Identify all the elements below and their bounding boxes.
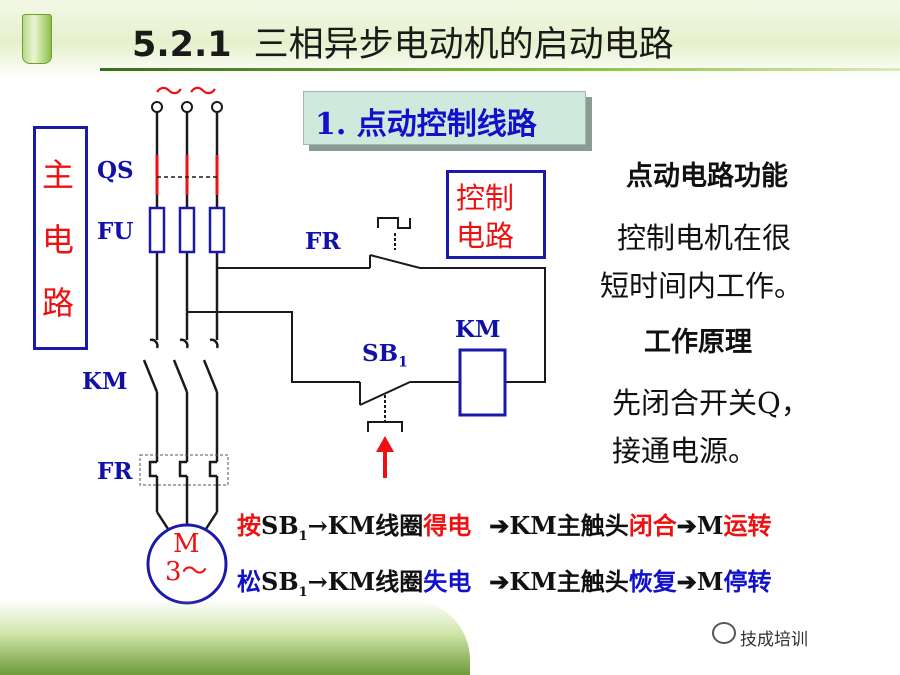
label-fr-control: FR	[305, 228, 341, 255]
header-bar	[0, 0, 900, 78]
motor-phase: 3～	[165, 557, 208, 587]
supply-terminals	[151, 101, 223, 113]
main-circuit-label-1: 主	[42, 156, 75, 194]
motor-m: M	[172, 529, 200, 559]
main-circuit-label-2: 电	[42, 221, 75, 259]
main-circuit-box	[33, 126, 88, 350]
thermal-relay-main	[139, 454, 229, 486]
main-circuit-label-3: 路	[42, 284, 75, 322]
label-qs: QS	[97, 157, 134, 184]
tea-glass-icon	[22, 14, 52, 64]
heading-principle: 工作原理	[644, 327, 752, 358]
press-arrow	[376, 436, 394, 478]
km-main-contacts	[142, 338, 219, 393]
slide-title: 5.2.1 三相异步电动机的启动电路	[132, 16, 674, 67]
qs-switch	[155, 155, 219, 195]
heading-function: 点动电路功能	[626, 161, 788, 192]
label-km-main: KM	[82, 368, 128, 395]
control-circuit-label-2: 电路	[456, 219, 515, 253]
label-fr-main: FR	[97, 458, 133, 485]
function-line-1: 控制电机在很	[617, 221, 792, 255]
title-text: 三相异步电动机的启动电路	[253, 25, 674, 65]
label-sb1: SB1	[362, 340, 408, 371]
section-number: 5.2.1	[132, 25, 232, 65]
fuses	[148, 206, 226, 254]
fr-control-contact	[377, 217, 411, 250]
control-circuit-label-1: 控制	[456, 181, 515, 215]
label-km-coil: KM	[455, 316, 501, 343]
sb1-button	[367, 395, 403, 432]
watermark: 技成培训	[740, 630, 808, 650]
control-circuit-box	[446, 170, 546, 259]
control-wires	[187, 254, 546, 406]
label-fu: FU	[97, 218, 134, 245]
wechat-icon	[712, 622, 736, 644]
principle-line-2: 接通电源。	[612, 434, 758, 468]
grass-decoration	[0, 600, 470, 675]
motor-label: M 3～	[165, 530, 208, 586]
header-underline	[100, 68, 900, 71]
function-line-2: 短时间内工作。	[600, 269, 804, 303]
principle-line-1: 先闭合开关Q，	[612, 386, 810, 420]
subsection-title-box	[303, 91, 586, 145]
sequence-release: 松SB1→KM线圈失电➔KM主触头恢复➔M停转	[237, 567, 772, 600]
km-coil	[458, 348, 507, 417]
subsection-title: 1. 点动控制线路	[315, 107, 537, 142]
sequence-press: 按SB1→KM线圈得电➔KM主触头闭合➔M运转	[237, 511, 772, 544]
